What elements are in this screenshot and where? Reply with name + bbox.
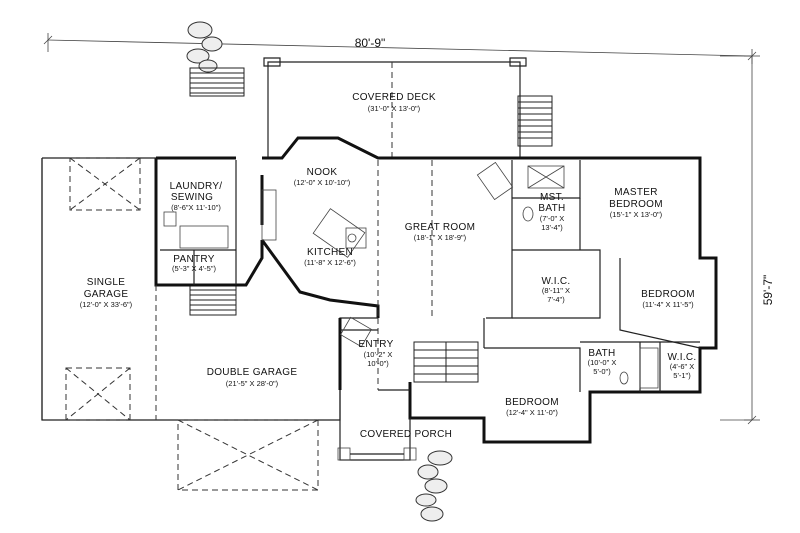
svg-text:BATH: BATH [538,203,565,214]
svg-text:(10'-0" X: (10'-0" X [588,358,617,367]
covered-deck [263,57,527,160]
room-label-entry: ENTRY (10'-2" X 10'-0") [358,339,393,368]
svg-text:MASTER: MASTER [614,187,657,198]
landscape-stones-top [186,21,223,73]
svg-text:COVERED PORCH: COVERED PORCH [360,429,452,440]
landscape-stones-bottom [415,450,453,522]
svg-text:(12'-0" X 33'-6"): (12'-0" X 33'-6") [80,300,133,309]
svg-text:BEDROOM: BEDROOM [641,289,695,300]
dimension-lines [43,33,760,425]
fixtures [163,161,659,389]
svg-text:5'-1"): 5'-1") [673,371,691,380]
svg-text:(5'-3" X 4'-5"): (5'-3" X 4'-5") [172,264,217,273]
room-label-bath: BATH (10'-0" X 5'-0") [588,348,617,376]
svg-text:(4'-6" X: (4'-6" X [670,362,695,371]
room-label-nook: NOOK (12'-0" X 10'-10") [294,167,351,187]
entry-stair [413,341,479,383]
svg-text:BEDROOM: BEDROOM [609,199,663,210]
svg-text:10'-0"): 10'-0") [367,359,389,368]
svg-text:LAUNDRY/: LAUNDRY/ [170,181,223,192]
svg-text:BATH: BATH [588,348,615,359]
svg-text:SINGLE: SINGLE [87,277,126,288]
svg-text:(11'-8" X 12'-6"): (11'-8" X 12'-6") [304,258,356,267]
svg-text:(7'-0" X: (7'-0" X [540,214,565,223]
svg-text:(8'-11" X: (8'-11" X [542,286,570,295]
room-label-kitchen: KITCHEN (11'-8" X 12'-6") [304,247,356,267]
svg-text:(11'-4" X 11'-5"): (11'-4" X 11'-5") [642,300,694,309]
deck-stair-right [517,95,553,147]
room-label-single-garage: SINGLE GARAGE (12'-0" X 33'-6") [80,277,133,309]
svg-text:COVERED DECK: COVERED DECK [352,92,436,103]
svg-text:DOUBLE GARAGE: DOUBLE GARAGE [207,367,298,378]
room-label-covered-deck: COVERED DECK (31'-0" X 13'-0") [352,92,436,113]
garage-door-double [177,419,319,491]
svg-text:(8'-6"X 11'-10"): (8'-6"X 11'-10") [171,203,221,212]
svg-text:W.I.C.: W.I.C. [541,276,570,287]
svg-text:(18'-1" X 18'-9"): (18'-1" X 18'-9") [414,233,467,242]
room-label-master-bedroom: MASTER BEDROOM (15'-1" X 13'-0") [609,187,663,219]
svg-text:KITCHEN: KITCHEN [307,247,353,258]
svg-text:W.I.C.: W.I.C. [667,352,696,363]
svg-text:PANTRY: PANTRY [173,254,214,265]
room-label-great-room: GREAT ROOM (18'-1" X 18'-9") [405,222,475,242]
svg-text:ENTRY: ENTRY [358,339,393,350]
svg-text:13'-4"): 13'-4") [541,223,563,232]
overall-depth-label: 59'-7" [761,275,775,306]
svg-text:BEDROOM: BEDROOM [505,397,559,408]
svg-text:MST.: MST. [540,192,564,203]
svg-text:SEWING: SEWING [171,192,213,203]
svg-text:NOOK: NOOK [307,167,338,178]
garage-door-single [65,367,131,421]
svg-text:(12'-4" X 11'-0"): (12'-4" X 11'-0") [506,408,558,417]
svg-text:(10'-2" X: (10'-2" X [364,350,393,359]
svg-text:7'-4"): 7'-4") [547,295,565,304]
svg-text:GARAGE: GARAGE [84,289,129,300]
svg-text:(12'-0" X 10'-10"): (12'-0" X 10'-10") [294,178,351,187]
room-label-double-garage: DOUBLE GARAGE (21'-5" X 28'-0") [207,367,298,388]
room-label-wic-small: W.I.C. (4'-6" X 5'-1") [667,352,696,380]
room-label-bedroom-lower: BEDROOM (12'-4" X 11'-0") [505,397,559,417]
svg-text:(15'-1" X 13'-0"): (15'-1" X 13'-0") [610,210,663,219]
room-label-wic-master: W.I.C. (8'-11" X 7'-4") [541,276,570,304]
garage-top-bay [69,157,141,211]
svg-text:(31'-0" X 13'-0"): (31'-0" X 13'-0") [368,104,421,113]
covered-porch [337,390,417,461]
svg-text:GREAT ROOM: GREAT ROOM [405,222,475,233]
svg-text:(21'-5" X 28'-0"): (21'-5" X 28'-0") [226,379,279,388]
overall-width-label: 80'-9" [355,36,386,50]
room-label-pantry: PANTRY (5'-3" X 4'-5") [172,254,217,273]
svg-text:5'-0"): 5'-0") [593,367,611,376]
room-label-covered-porch: COVERED PORCH [360,429,452,440]
room-label-bedroom-right: BEDROOM (11'-4" X 11'-5") [641,289,695,309]
room-label-laundry: LAUNDRY/ SEWING (8'-6"X 11'-10") [170,181,223,212]
room-label-mst-bath: MST. BATH (7'-0" X 13'-4") [538,192,565,232]
garage-stair [189,284,237,316]
exterior-walls [41,136,718,444]
deck-stair-left [189,67,245,97]
